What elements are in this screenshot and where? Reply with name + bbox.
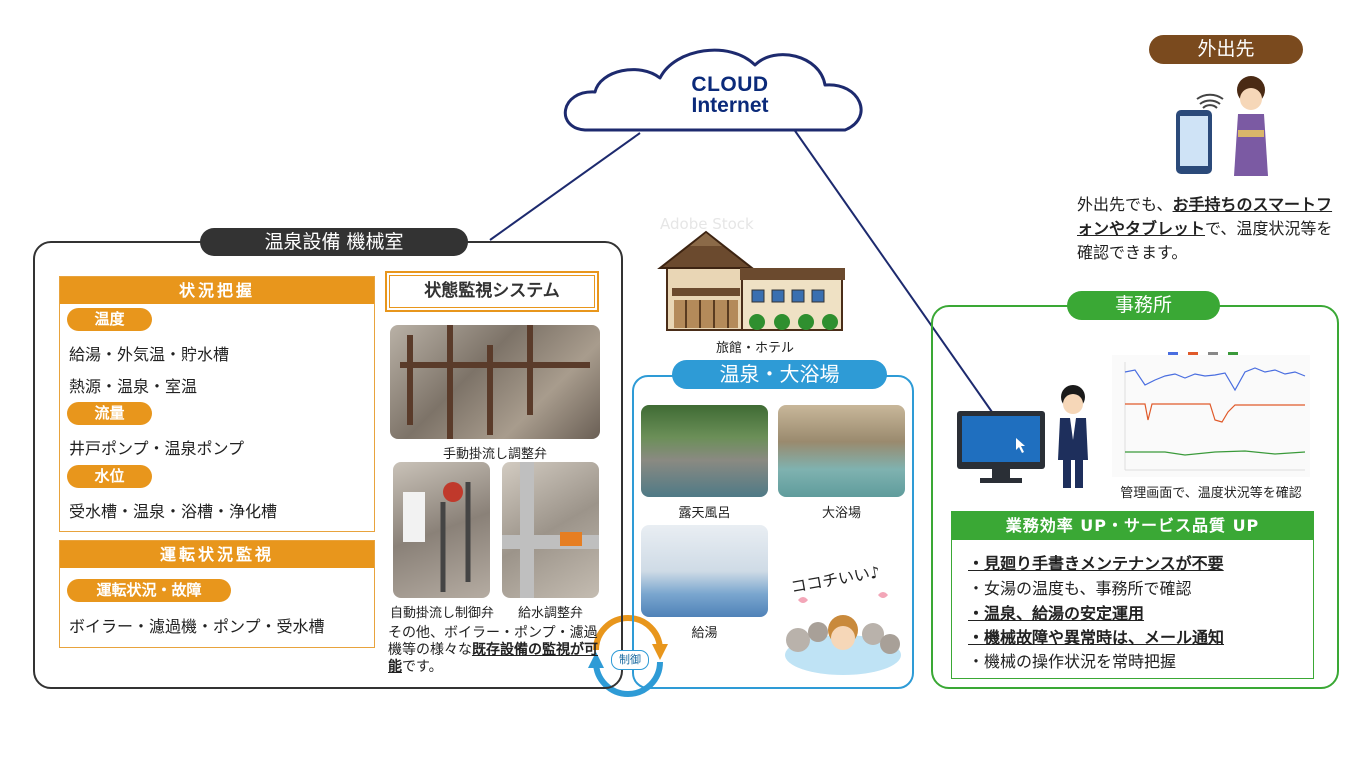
control-cycle-arrows xyxy=(588,615,668,697)
large-bath-photo xyxy=(778,405,905,497)
supply-valve-caption: 給水調整弁 xyxy=(517,606,583,621)
smartphone-icon xyxy=(1176,93,1224,174)
water-level-tag: 水位 xyxy=(67,465,152,488)
large-bath-caption: 大浴場 xyxy=(821,506,861,521)
businessman-illustration xyxy=(1058,385,1088,488)
hotel-caption: 旅館・ホテル xyxy=(716,341,795,356)
desktop-monitor-icon xyxy=(957,411,1045,483)
manual-valve-photo xyxy=(390,325,600,439)
screen-caption: 管理画面で、温度状況等を確認 xyxy=(1120,486,1302,501)
efficiency-item-4: ・機械故障や異常時は、メール通知 xyxy=(968,628,1225,647)
hot-water-caption: 給湯 xyxy=(691,626,718,641)
away-text-bold: お手持ちのスマートフォンやタブレット xyxy=(1077,195,1333,238)
cloud-label: CLOUD Internet xyxy=(660,74,800,116)
other-text-post: です。 xyxy=(402,659,443,675)
auto-valve-photo xyxy=(393,462,490,598)
cloud-to-office-line xyxy=(792,127,993,413)
efficiency-item-1: ・見廻り手書きメンテナンスが不要 xyxy=(968,554,1224,573)
chart-series-red xyxy=(1125,403,1305,423)
flow-tag: 流量 xyxy=(67,402,152,425)
relaxing-bather-illustration xyxy=(785,592,901,675)
other-equipment-text: その他、ボイラー・ポンプ・濾過機等の様々な既存設備の監視が可能です。 xyxy=(388,625,598,676)
efficiency-item-5: ・機械の操作状況を常時把握 xyxy=(968,652,1177,671)
efficiency-header: 業務効率 UP・サービス品質 UP xyxy=(952,512,1313,540)
chart-series-green xyxy=(1125,450,1306,456)
status-panel-header: 状況把握 xyxy=(60,277,374,304)
manual-valve-caption: 手動掛流し調整弁 xyxy=(442,447,547,462)
supply-valve-photo xyxy=(502,462,599,598)
temperature-line-1: 給湯・外気温・貯水槽 xyxy=(69,345,230,364)
away-text-post: で、温度状況等を確認できます。 xyxy=(1077,219,1333,262)
outdoor-bath-caption: 露天風呂 xyxy=(678,506,731,521)
efficiency-item-2: ・女湯の温度も、事務所で確認 xyxy=(968,579,1192,598)
hot-water-photo xyxy=(641,525,768,617)
onsen-title: 温泉・大浴場 xyxy=(672,360,887,389)
cloud-label-line2: Internet xyxy=(691,94,769,117)
monitoring-system-title-text: 状態監視システム xyxy=(389,275,595,308)
temperature-line-2: 熱源・温泉・室温 xyxy=(69,377,198,396)
cloud-to-machine-room-line xyxy=(489,132,641,241)
away-text-pre: 外出先でも、 xyxy=(1077,195,1173,214)
monitoring-chart-thumbnail xyxy=(1112,352,1310,477)
flow-line-1: 井戸ポンプ・温泉ポンプ xyxy=(69,439,245,458)
woman-in-kimono-illustration xyxy=(1234,76,1268,176)
control-label: 制御 xyxy=(611,650,649,670)
away-title: 外出先 xyxy=(1149,35,1303,64)
outdoor-bath-photo xyxy=(641,405,768,497)
operation-line: ボイラー・濾過機・ポンプ・受水槽 xyxy=(69,617,325,636)
hotel-illustration xyxy=(657,230,845,331)
efficiency-panel: 業務効率 UP・サービス品質 UP ・見廻り手書きメンテナンスが不要 ・女湯の温… xyxy=(951,511,1314,679)
temperature-tag: 温度 xyxy=(67,308,152,331)
office-title: 事務所 xyxy=(1067,291,1220,320)
away-text: 外出先でも、お手持ちのスマートフォンやタブレットで、温度状況等を確認できます。 xyxy=(1077,193,1339,265)
auto-valve-caption: 自動掛流し制御弁 xyxy=(389,606,494,621)
monitoring-system-title: 状態監視システム xyxy=(385,271,599,312)
efficiency-item-3: ・温泉、給湯の安定運用 xyxy=(968,604,1145,623)
other-text-bold: 既存設備の監視が可能 xyxy=(388,642,598,675)
cloud-label-line1: CLOUD xyxy=(691,73,769,96)
water-level-line-1: 受水槽・温泉・浴槽・浄化槽 xyxy=(69,502,278,521)
cloud-icon xyxy=(563,48,863,132)
operation-panel-header: 運転状況監視 xyxy=(60,541,374,568)
hotel-watermark: Adobe Stock xyxy=(660,215,754,233)
operation-tag: 運転状況・故障 xyxy=(67,579,231,602)
machine-room-title: 温泉設備 機械室 xyxy=(200,228,468,256)
chart-series-blue xyxy=(1124,367,1306,392)
other-text-pre: その他、ボイラー・ポンプ・濾過機等の様々な xyxy=(388,625,598,658)
